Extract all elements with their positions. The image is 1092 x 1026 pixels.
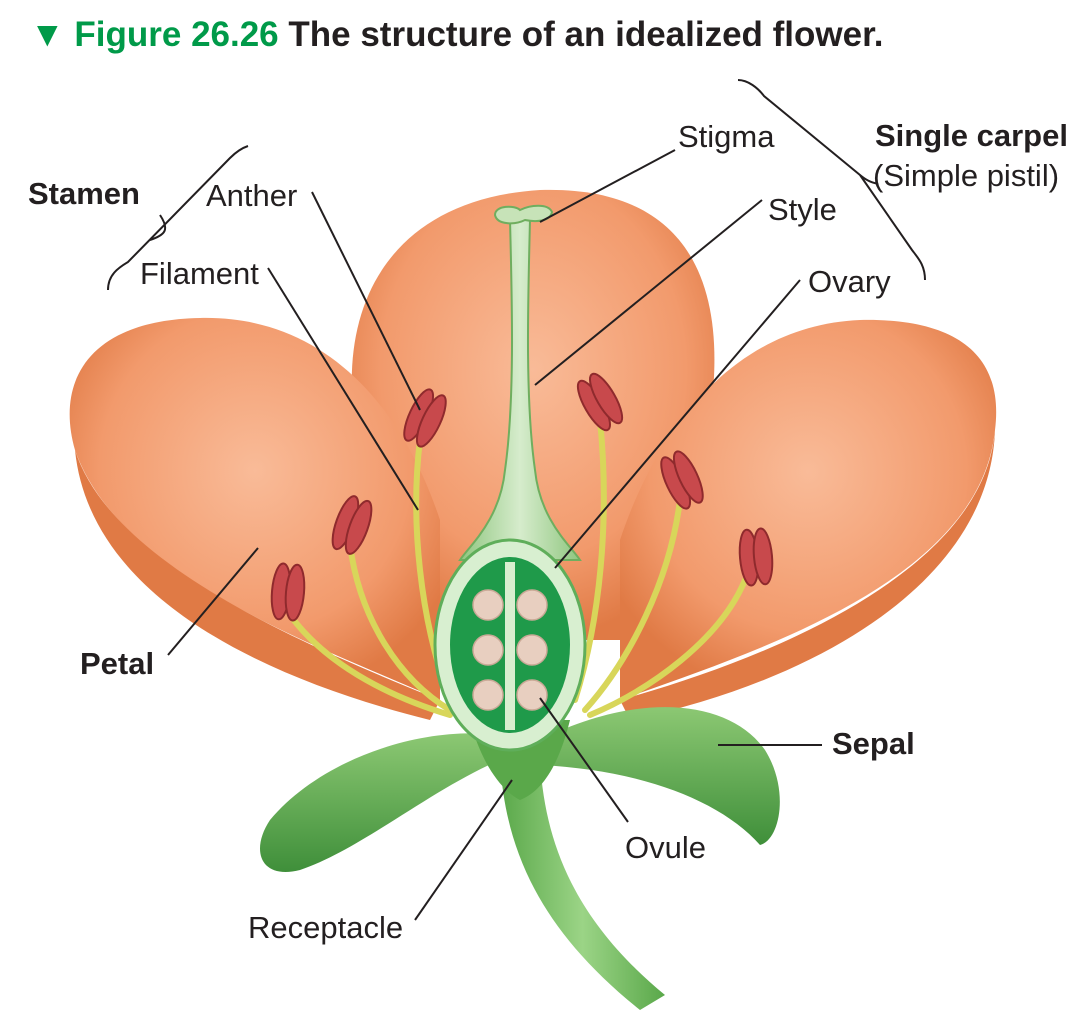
petal-label: Petal bbox=[80, 646, 155, 681]
filament-5 bbox=[582, 497, 683, 713]
anther-3 bbox=[270, 562, 306, 622]
stigma-label: Stigma bbox=[678, 119, 775, 154]
ovule-leader bbox=[539, 697, 629, 823]
petal-right bbox=[620, 319, 997, 700]
petal-leader bbox=[167, 547, 259, 656]
stamen-label: Stamen bbox=[28, 176, 140, 211]
petal-left bbox=[69, 317, 441, 700]
filament-3 bbox=[287, 612, 453, 718]
stem bbox=[500, 760, 665, 1010]
ovule-4 bbox=[516, 634, 548, 666]
sepal-right bbox=[540, 707, 780, 845]
carpel-subtitle-label: (Simple pistil) bbox=[873, 158, 1060, 193]
ovary-septum bbox=[505, 562, 515, 730]
ovary-label: Ovary bbox=[808, 264, 891, 299]
ovules bbox=[472, 589, 548, 711]
petals bbox=[69, 189, 997, 720]
stamen-bracket bbox=[107, 145, 249, 291]
style bbox=[458, 219, 582, 561]
figure-title: ▼ Figure 26.26 The structure of an ideal… bbox=[30, 15, 884, 55]
carpel-bracket bbox=[737, 79, 926, 281]
filament-2 bbox=[347, 542, 453, 713]
anther-6 bbox=[738, 527, 774, 587]
petal-back-center bbox=[351, 189, 715, 641]
ovule-2 bbox=[516, 589, 548, 621]
sepal-left bbox=[260, 733, 500, 872]
carpel-title-label: Single carpel bbox=[875, 118, 1068, 153]
ovule-label: Ovule bbox=[625, 830, 706, 865]
anther-4 bbox=[576, 372, 624, 432]
figure-caption: The structure of an idealized flower. bbox=[288, 15, 884, 54]
ovule-5 bbox=[472, 679, 504, 711]
receptacle-label: Receptacle bbox=[248, 910, 404, 945]
petal-right-edge bbox=[620, 430, 995, 720]
anther-2 bbox=[331, 495, 373, 555]
figure-number: Figure 26.26 bbox=[74, 15, 279, 54]
figure-marker: ▼ bbox=[30, 15, 65, 54]
ovule-1 bbox=[472, 589, 504, 621]
style-label: Style bbox=[768, 192, 837, 227]
ovule-6 bbox=[516, 679, 548, 711]
ovary bbox=[433, 538, 587, 752]
style-leader bbox=[534, 199, 763, 386]
filament-leader bbox=[267, 267, 419, 511]
anthers bbox=[270, 372, 774, 622]
anther-label: Anther bbox=[206, 178, 298, 213]
ovule-3 bbox=[472, 634, 504, 666]
leader-lines bbox=[167, 149, 822, 921]
petal-left-edge bbox=[75, 450, 440, 720]
anther-5 bbox=[660, 450, 704, 510]
ovary-leader bbox=[554, 279, 801, 569]
sepal-label: Sepal bbox=[832, 726, 915, 761]
filament-6 bbox=[587, 577, 748, 718]
stigma bbox=[493, 204, 554, 225]
filament-label: Filament bbox=[140, 256, 259, 291]
receptacle-leader bbox=[414, 779, 513, 921]
stigma-leader bbox=[539, 149, 676, 223]
anther-leader bbox=[311, 191, 421, 411]
anther-1 bbox=[403, 388, 447, 448]
